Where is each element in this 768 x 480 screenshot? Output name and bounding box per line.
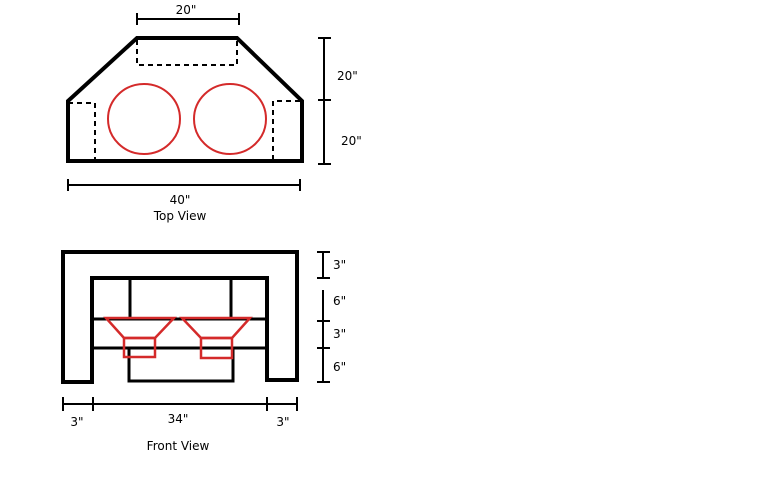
front-right-dimension [317,251,330,383]
front-view-caption: Front View [147,439,210,453]
front-bottom-dimension [62,397,298,411]
front-view: 3" 6" 3" 6" 3" 34" 3" Front View [61,250,346,453]
upper-height-label: 20" [337,69,358,83]
total-width-label: 40" [170,193,191,207]
top-view-caption: Top View [153,209,207,223]
top-view-outline [66,36,304,163]
front-dim-label-3: 3" [333,327,346,341]
front-bottom-left-label: 3" [70,415,83,429]
top-view-dashed-partitions [68,40,300,161]
right-speaker-cone [179,316,253,360]
left-speaker-cone [103,316,177,359]
left-speaker-circle [107,83,181,155]
right-height-dimension [318,37,331,165]
top-width-label: 20" [176,3,197,17]
front-bottom-middle-label: 34" [168,412,189,426]
top-view: 20" 20" 20" 40" Top View [66,3,362,223]
front-bottom-right-label: 3" [276,415,289,429]
front-dim-label-4: 6" [333,360,346,374]
front-dim-label-2: 6" [333,294,346,308]
top-width-dimension [136,13,240,25]
lower-height-label: 20" [341,134,362,148]
right-speaker-circle [193,83,267,155]
total-width-dimension [67,179,301,191]
front-dim-label-1: 3" [333,258,346,272]
